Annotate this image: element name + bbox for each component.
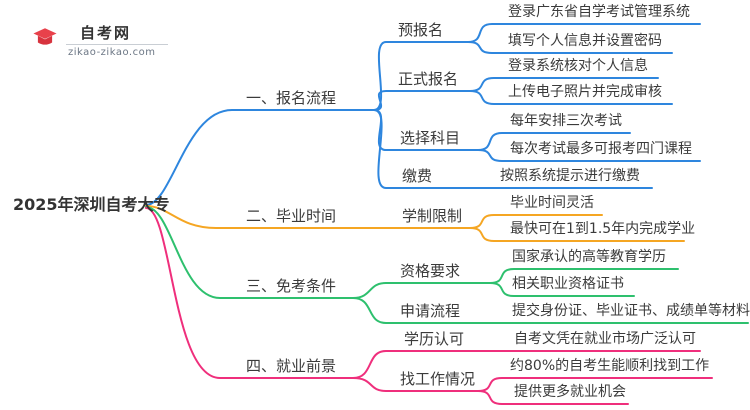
site-name: 自考网 <box>80 24 132 42</box>
connector-root-to-graduation-time <box>145 205 471 229</box>
node-degree-recognition: 学历认可 <box>404 330 465 348</box>
connector-job-situation <box>352 377 479 392</box>
leaf-widely-recognized: 自考文凭在就业市场广泛认可 <box>514 331 696 347</box>
connector-leaf-fast-finish <box>469 227 685 242</box>
site-url: zikao-zikao.com <box>68 47 156 58</box>
node-schooling-limit: 学制限制 <box>402 207 463 225</box>
leaf-80-percent-employed: 约80%的自考生能顺利找到工作 <box>510 358 710 374</box>
leaf-pay-by-system: 按照系统提示进行缴费 <box>500 168 640 184</box>
connector-payment <box>373 109 653 189</box>
connector-application-process <box>352 297 749 324</box>
leaf-vocational-cert: 相关职业资格证书 <box>512 276 624 292</box>
node-payment: 缴费 <box>402 167 433 185</box>
branch-graduation-time: 二、毕业时间 <box>246 207 337 225</box>
connector-root-to-registration <box>145 109 375 206</box>
leaf-flexible-time: 毕业时间灵活 <box>510 195 594 211</box>
connector-leaf-upload-photo <box>469 90 673 105</box>
leaf-state-degree: 国家承认的高等教育学历 <box>512 249 666 265</box>
connector-leaf-more-jobs <box>477 390 629 405</box>
node-job-situation: 找工作情况 <box>400 370 476 388</box>
leaf-four-courses: 每次考试最多可报考四门课程 <box>510 141 692 157</box>
connector-leaf-fill-info <box>467 41 673 54</box>
leaf-login-gd-system: 登录广东省自学考试管理系统 <box>508 4 690 20</box>
branch-exemption-conditions: 三、免考条件 <box>246 277 337 295</box>
connector-degree-recognition <box>352 350 701 379</box>
root-node: 2025年深圳自考大专 <box>13 195 170 214</box>
leaf-more-jobs: 提供更多就业机会 <box>514 384 626 400</box>
connector-qualification <box>352 282 491 299</box>
node-application-process: 申请流程 <box>400 302 461 320</box>
leaf-fast-finish: 最快可在1到1.5年内完成学业 <box>510 221 696 237</box>
branch-employment-prospects: 四、就业前景 <box>246 357 337 375</box>
node-subject-selection: 选择科目 <box>400 129 461 147</box>
connector-root-to-exemption <box>145 206 354 299</box>
connector-leaf-vocational-cert <box>489 282 635 297</box>
logo-divider <box>66 44 168 45</box>
connector-formal-registration <box>373 90 471 111</box>
connector-pre-registration <box>373 41 469 111</box>
node-qualification-requirements: 资格要求 <box>400 262 461 280</box>
connector-root-to-employment <box>145 207 354 379</box>
leaf-upload-photo: 上传电子照片并完成审核 <box>508 84 662 100</box>
leaf-fill-info: 填写个人信息并设置密码 <box>508 33 662 49</box>
site-logo: 自考网 zikao-zikao.com <box>28 20 178 58</box>
node-formal-registration: 正式报名 <box>398 70 459 88</box>
node-pre-registration: 预报名 <box>398 21 444 39</box>
branch-registration-process: 一、报名流程 <box>246 89 337 107</box>
leaf-submit-materials: 提交身份证、毕业证书、成绩单等材料 <box>512 303 750 319</box>
leaf-verify-info: 登录系统核对个人信息 <box>508 58 648 74</box>
connector-leaf-four-courses <box>477 149 701 162</box>
leaf-three-exams: 每年安排三次考试 <box>510 113 622 129</box>
graduation-cap-icon <box>33 24 57 52</box>
